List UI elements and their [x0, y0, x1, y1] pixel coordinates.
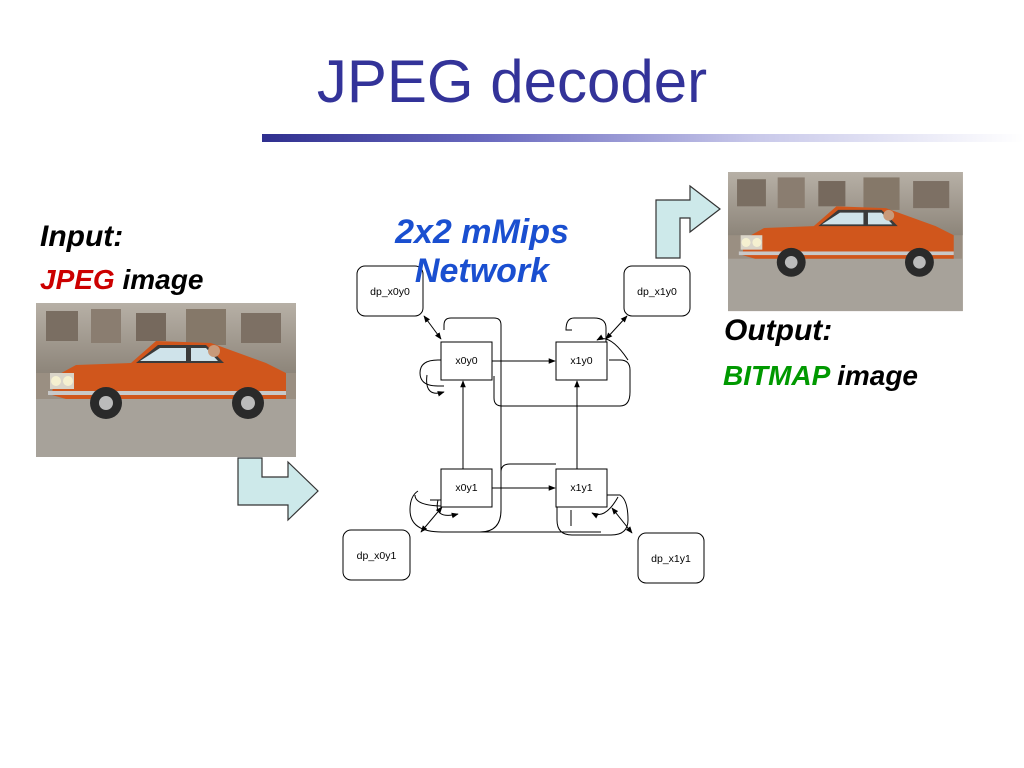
node-x0y1: x0y1	[440, 468, 493, 508]
title-underline	[262, 134, 1024, 142]
dp-x1y1-label: dp_x1y1	[651, 553, 691, 565]
page-title: JPEG decoder	[316, 48, 708, 115]
dp-x0y0: dp_x0y0	[356, 265, 424, 317]
network-title: 2x2 mMips Network	[372, 213, 592, 291]
dp-x1y1: dp_x1y1	[637, 532, 705, 584]
node-arrows	[420, 315, 633, 534]
input-flow-arrow	[237, 457, 319, 522]
output-bitmap-image	[728, 172, 963, 312]
output-format: BITMAP	[723, 360, 830, 391]
node-x0y0-label: x0y0	[455, 355, 477, 367]
network-title-line1: 2x2 mMips	[395, 213, 569, 251]
node-x0y0: x0y0	[440, 341, 493, 381]
input-label: Input:	[40, 220, 124, 253]
node-x1y0-label: x1y0	[570, 355, 592, 367]
input-format: JPEG	[40, 264, 115, 295]
input-sublabel: JPEG image	[40, 266, 203, 294]
dp-x1y0-label: dp_x1y0	[637, 286, 677, 298]
node-x1y1-label: x1y1	[570, 482, 592, 494]
dp-x0y1: dp_x0y1	[342, 529, 411, 581]
network-title-line2: Network	[414, 251, 550, 290]
node-x1y1: x1y1	[555, 468, 608, 508]
output-suffix: image	[829, 360, 918, 391]
input-jpeg-image	[36, 303, 296, 457]
node-x1y0: x1y0	[555, 341, 608, 381]
dp-x0y0-label: dp_x0y0	[370, 286, 410, 298]
dp-x0y1-label: dp_x0y1	[357, 550, 397, 562]
dp-x1y0: dp_x1y0	[623, 265, 691, 317]
node-x0y1-label: x0y1	[455, 482, 477, 494]
input-suffix: image	[114, 264, 204, 295]
output-label: Output:	[724, 314, 833, 347]
output-sublabel: BITMAP image	[723, 362, 918, 390]
output-flow-arrow	[655, 184, 721, 259]
